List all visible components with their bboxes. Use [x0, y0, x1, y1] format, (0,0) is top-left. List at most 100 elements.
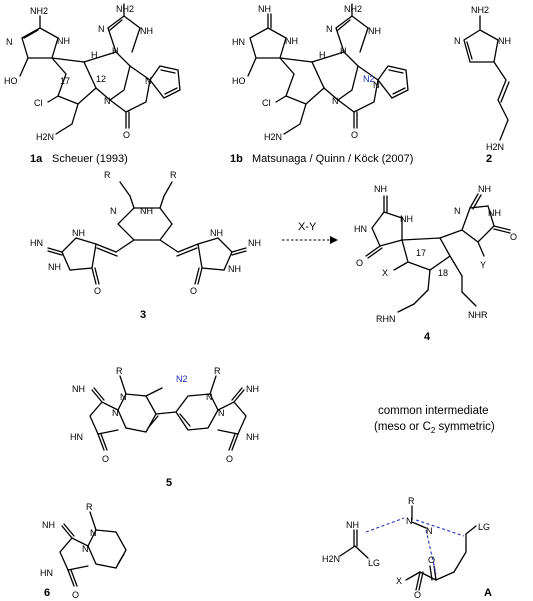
atom-nh: NH: [140, 206, 153, 216]
atom-nh: NH: [368, 26, 381, 36]
atom-x: X: [382, 268, 388, 278]
atom-ho: HO: [232, 76, 246, 86]
atom-nh: NH: [374, 184, 387, 194]
atom-o: O: [72, 590, 79, 600]
locant-17: 17: [60, 76, 70, 86]
atom-nh: NH: [140, 26, 153, 36]
atom-nh2: NH2: [471, 5, 489, 15]
intermediate-note-line1: common intermediate: [378, 405, 489, 417]
atom-nh2: NH2: [116, 4, 134, 14]
atom-nh: NH: [72, 228, 85, 238]
intermediate-note-line2: (meso or C2 symmetric): [374, 421, 495, 435]
atom-h2n: H2N: [486, 142, 504, 152]
locant-n2-highlight: N2: [363, 74, 375, 84]
atom-nhr: NHR: [468, 310, 488, 320]
atom-nh: NH: [42, 520, 55, 530]
atom-o: O: [414, 590, 421, 600]
atom-nh: NH: [498, 36, 511, 46]
atom-cl: Cl: [34, 98, 43, 108]
atom-nh2: NH2: [30, 6, 48, 16]
atom-nh: NH: [258, 4, 271, 14]
atom-r: R: [116, 366, 123, 376]
structure-2: NH2 N NH H2N: [454, 5, 511, 152]
atom-n: N: [82, 544, 89, 554]
atom-nh: NH: [248, 238, 261, 248]
atom-n: N: [218, 408, 225, 418]
atom-n: N: [110, 206, 117, 216]
atom-n: N: [326, 24, 333, 34]
atom-o: O: [351, 130, 358, 140]
atom-nh: NH: [246, 384, 259, 394]
atom-n: N: [206, 392, 213, 402]
atom-nh: NH: [210, 228, 223, 238]
structure-1b: NH HN NH HO Cl H2N NH2 N NH H H N2 N N O: [232, 3, 409, 142]
atom-o: O: [356, 258, 363, 268]
atom-nh: NH: [400, 214, 413, 224]
atom-h: H: [319, 50, 326, 60]
credit-1b: Matsunaga / Quinn / Köck (2007): [252, 153, 413, 165]
locant-12: 12: [96, 74, 106, 84]
atom-rhn: RHN: [376, 314, 396, 324]
label-2: 2: [486, 153, 492, 165]
atom-hn: HN: [30, 238, 43, 248]
structure-5: R N N NH HN O N2 R N N NH NH O: [70, 366, 259, 464]
atom-h2n: H2N: [264, 132, 282, 142]
atom-o: O: [123, 130, 130, 140]
atom-hn: HN: [232, 37, 245, 47]
structure-A: R N N NH H2N LG LG X O O: [322, 496, 490, 600]
atom-o: O: [190, 286, 197, 296]
label-5: 5: [166, 477, 172, 489]
atom-nh: NH: [246, 432, 259, 442]
locant-18: 18: [438, 268, 448, 278]
atom-nh: NH: [57, 36, 70, 46]
atom-o: O: [226, 454, 233, 464]
atom-r: R: [214, 366, 221, 376]
atom-n: N: [90, 528, 97, 538]
atom-ho: HO: [4, 76, 18, 86]
credit-1a: Scheuer (1993): [52, 153, 128, 165]
structure-6: R N N NH HN O: [40, 502, 127, 600]
atom-n: N: [426, 526, 433, 536]
atom-h: H: [340, 46, 347, 56]
atom-o: O: [428, 555, 435, 565]
atom-o: O: [94, 286, 101, 296]
structure-4: NH HN NH O 17 18 X RHN NHR NH N NH O Y: [354, 184, 517, 324]
label-3: 3: [140, 309, 146, 321]
atom-nh: NH: [72, 384, 85, 394]
label-1b: 1b: [230, 153, 243, 165]
atom-r: R: [170, 170, 177, 180]
atom-lg: LG: [478, 522, 490, 532]
atom-n: N: [454, 36, 461, 46]
atom-lg: LG: [368, 558, 380, 568]
atom-hn: HN: [40, 568, 53, 578]
atom-r: R: [104, 170, 111, 180]
atom-n: N: [332, 96, 339, 106]
atom-o: O: [510, 232, 517, 242]
atom-n: N: [454, 206, 461, 216]
atom-n: N: [373, 80, 380, 90]
atom-nh: NH: [228, 264, 241, 274]
atom-n: N: [406, 516, 413, 526]
atom-hn: HN: [70, 432, 83, 442]
atom-cl: Cl: [262, 98, 271, 108]
label-6: 6: [44, 587, 50, 599]
atom-nh: NH: [285, 36, 298, 46]
atom-h: H: [112, 46, 119, 56]
atom-r: R: [408, 496, 415, 506]
atom-n: N: [6, 37, 13, 47]
atom-h: H: [91, 50, 98, 60]
reaction-arrow-label: X-Y: [298, 221, 317, 233]
atom-n: N: [104, 96, 111, 106]
locant-n2-highlight: N2: [176, 374, 188, 384]
atom-nh: NH: [48, 262, 61, 272]
atom-x: X: [396, 576, 402, 586]
atom-h2n: H2N: [322, 554, 340, 564]
locant-17: 17: [416, 248, 426, 258]
atom-r: R: [86, 502, 93, 512]
atom-nh: NH: [488, 208, 501, 218]
structure-3: R R N NH HN NH NH O NH NH NH O: [30, 170, 261, 296]
structure-1a: NH2 N NH HO Cl 17 12 H2N NH2 N NH H H N …: [4, 3, 181, 142]
label-A: A: [484, 587, 492, 599]
reaction-arrow: [282, 236, 338, 244]
atom-n: N: [145, 76, 152, 86]
